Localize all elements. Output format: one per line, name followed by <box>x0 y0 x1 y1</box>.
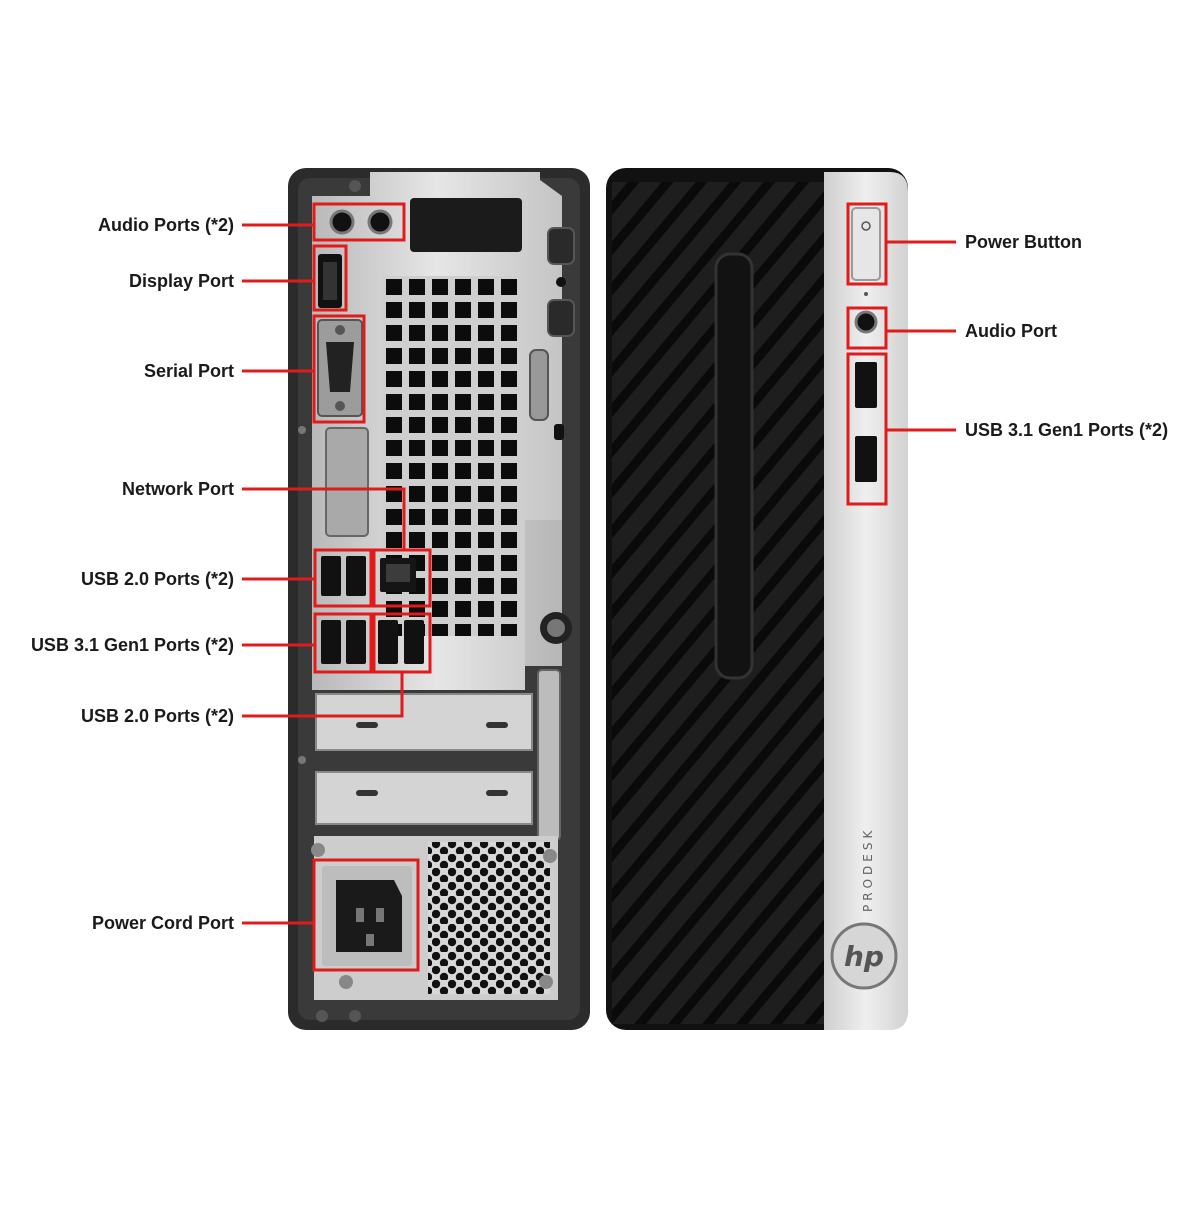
label-network-port: Network Port <box>121 479 234 499</box>
rear-chassis <box>288 168 590 1030</box>
callout-box-power-button <box>846 202 888 286</box>
hp-logo-text: hp <box>844 940 884 973</box>
label-usb20-ports-upper: USB 2.0 Ports (*2) <box>80 569 234 589</box>
label-power-button: Power Button <box>965 232 1082 252</box>
label-display-port: Display Port <box>128 271 234 291</box>
label-usb20-ports-lower: USB 2.0 Ports (*2) <box>80 706 234 726</box>
callout-box-usb31-rear <box>313 612 373 674</box>
label-audio-ports: Audio Ports (*2) <box>97 215 234 235</box>
front-chassis: hp PRODESK <box>606 168 908 1030</box>
label-audio-port-front: Audio Port <box>965 321 1057 341</box>
label-power-cord-port: Power Cord Port <box>91 913 234 933</box>
callout-box-network-port <box>372 548 432 608</box>
callout-box-serial-port <box>312 314 366 424</box>
label-usb31-ports-front: USB 3.1 Gen1 Ports (*2) <box>965 420 1169 440</box>
callout-box-audio-front <box>846 306 888 350</box>
callout-boxes <box>312 202 888 972</box>
label-serial-port: Serial Port <box>143 361 234 381</box>
callout-box-display-port <box>312 244 348 312</box>
label-usb31-ports-rear: USB 3.1 Gen1 Ports (*2) <box>30 635 234 655</box>
callout-lines <box>242 223 956 925</box>
callout-box-power-cord <box>312 858 420 972</box>
prodesk-model-text: PRODESK <box>861 827 875 912</box>
callout-box-audio-ports <box>312 202 406 242</box>
